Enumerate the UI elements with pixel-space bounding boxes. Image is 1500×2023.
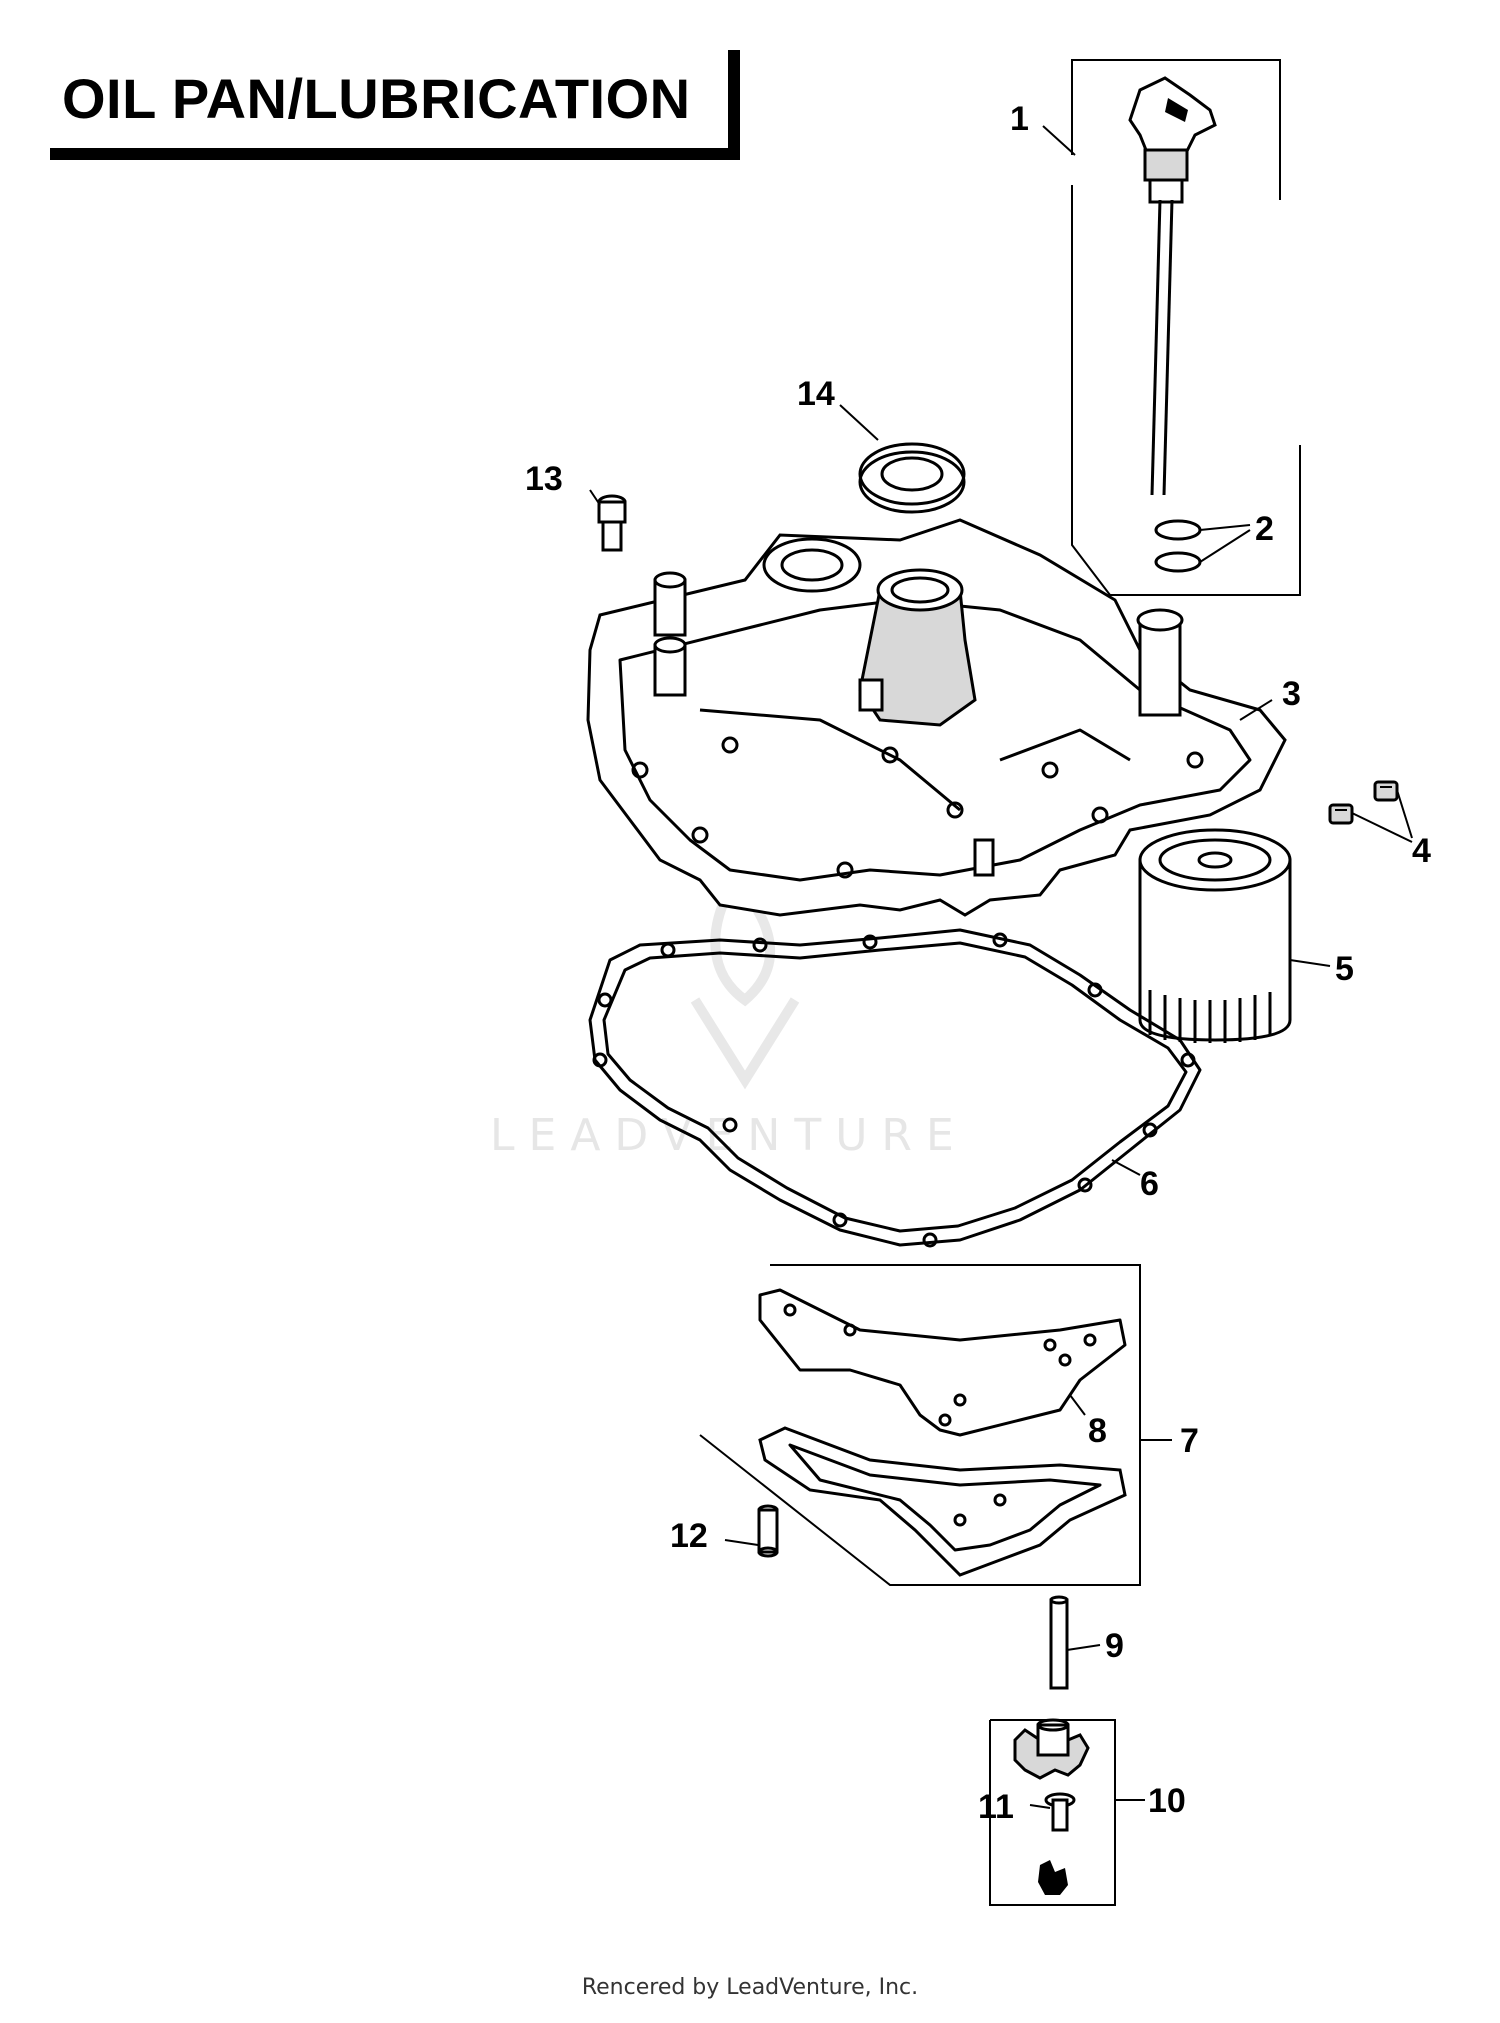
oil-filter bbox=[1138, 828, 1292, 1043]
bracket-10 bbox=[989, 1719, 1116, 1906]
footer-credit: Rencered by LeadVenture, Inc. bbox=[581, 1975, 919, 2000]
watermark-text: LEADVENTURE bbox=[490, 1110, 968, 1161]
shaft-9 bbox=[1049, 1595, 1069, 1690]
callout-1: 1 bbox=[1010, 100, 1029, 138]
plate-gasket bbox=[758, 1288, 1127, 1437]
callout-14: 14 bbox=[797, 375, 835, 413]
pump-gear bbox=[1013, 1718, 1090, 1895]
callout-13: 13 bbox=[525, 460, 563, 498]
callout-3: 3 bbox=[1282, 675, 1301, 713]
leader-lines bbox=[589, 125, 1413, 1809]
callout-10: 10 bbox=[1148, 1782, 1186, 1820]
callout-numbers: 1 2 3 4 5 6 7 8 9 10 11 12 13 14 bbox=[525, 100, 1431, 1826]
gasket bbox=[588, 928, 1202, 1248]
callout-4: 4 bbox=[1412, 832, 1431, 870]
o-rings bbox=[1154, 519, 1202, 573]
dipstick bbox=[1128, 76, 1217, 496]
oil-pan bbox=[586, 518, 1287, 917]
bolt-13 bbox=[597, 494, 627, 552]
callout-12: 12 bbox=[670, 1517, 708, 1555]
watermark-logo bbox=[690, 871, 800, 1090]
bracket-7 bbox=[699, 1264, 1141, 1586]
pump-plate bbox=[758, 1426, 1127, 1577]
plugs bbox=[1328, 780, 1399, 825]
pin-11 bbox=[1044, 1792, 1076, 1832]
bracket-dipstick bbox=[1071, 59, 1281, 200]
dowel-pin-12 bbox=[757, 1504, 779, 1558]
title-box: OIL PAN/LUBRICATION bbox=[50, 50, 740, 160]
callout-5: 5 bbox=[1335, 950, 1354, 988]
callout-11: 11 bbox=[978, 1788, 1014, 1826]
page-title: OIL PAN/LUBRICATION bbox=[62, 67, 691, 130]
callout-6: 6 bbox=[1140, 1165, 1159, 1203]
callout-2: 2 bbox=[1255, 510, 1274, 548]
callout-7: 7 bbox=[1180, 1422, 1199, 1460]
callout-8: 8 bbox=[1088, 1412, 1107, 1450]
oil-seal bbox=[858, 442, 966, 514]
callout-9: 9 bbox=[1105, 1627, 1124, 1665]
